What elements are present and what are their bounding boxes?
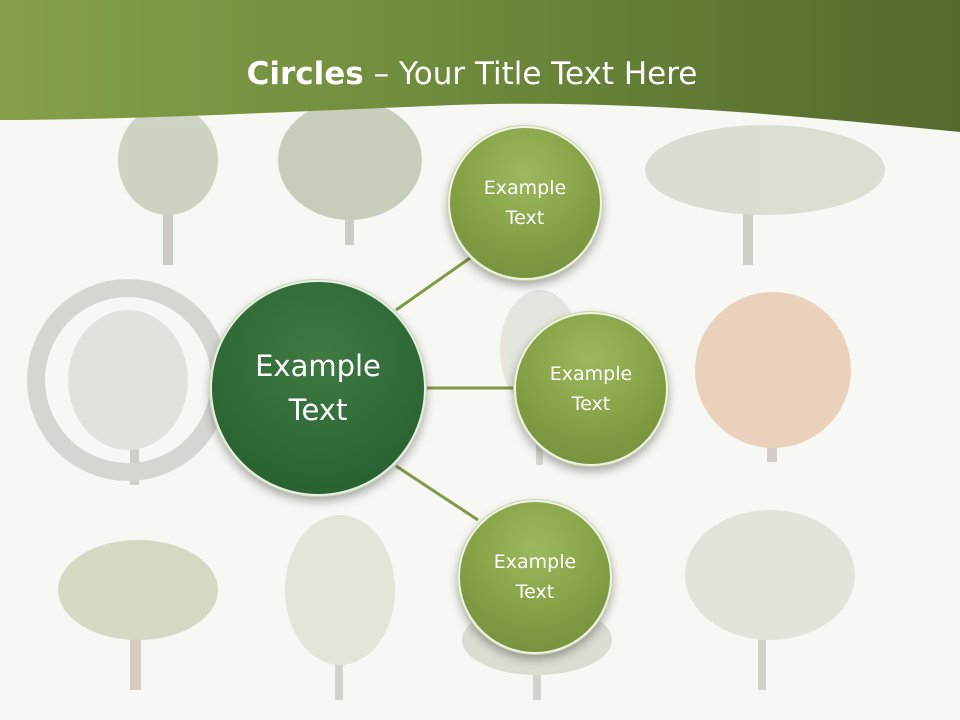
tree-icon — [695, 292, 851, 462]
connector-line — [395, 464, 479, 522]
title-bold: Circles — [246, 56, 364, 92]
center-circle-line1: Example — [255, 349, 381, 383]
tree-icon — [58, 540, 218, 690]
outer-circle-2-line1: Example — [549, 363, 633, 385]
header-band — [0, 0, 960, 132]
outer-circle-1-line1: Example — [483, 177, 567, 199]
outer-circle-2-line2: Text — [571, 393, 611, 415]
tree-icon — [285, 515, 395, 700]
outer-circle-3-line1: Example — [493, 551, 577, 573]
outer-circle-1[interactable]: Example Text — [448, 126, 602, 280]
center-circle[interactable]: Example Text — [210, 280, 426, 496]
tree-icon — [645, 125, 885, 265]
outer-circle-3-line2: Text — [515, 581, 555, 603]
tree-icon — [685, 510, 855, 690]
tree-icon — [118, 105, 218, 265]
title-rest: – Your Title Text Here — [363, 56, 698, 92]
connector-line — [395, 256, 471, 312]
outer-circle-1-line2: Text — [505, 207, 545, 229]
outer-circle-2[interactable]: Example Text — [514, 312, 668, 466]
center-circle-line2: Text — [288, 393, 348, 427]
tree-icon — [278, 100, 422, 245]
outer-circle-3[interactable]: Example Text — [458, 500, 612, 654]
page-title: Circles – Your Title Text Here — [0, 54, 944, 94]
